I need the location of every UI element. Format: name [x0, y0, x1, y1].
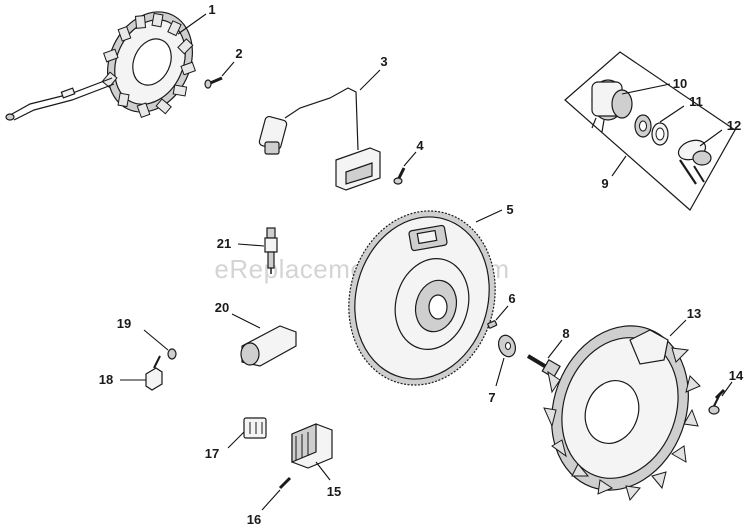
leader-line-10 [621, 83, 671, 95]
leader-line-5 [475, 209, 503, 223]
leader-line-19 [143, 329, 169, 351]
key-switch-body[interactable] [591, 79, 633, 133]
nut-part-19[interactable] [167, 348, 177, 360]
callout-7: 7 [488, 390, 495, 405]
ignition-module-part[interactable] [258, 87, 381, 191]
leader-line-20 [231, 313, 261, 329]
callout-6: 6 [508, 291, 515, 306]
leader-line-2 [221, 61, 235, 77]
fan-part[interactable] [529, 306, 710, 509]
leader-line-8 [547, 339, 563, 359]
callout-21: 21 [217, 236, 231, 251]
callout-8: 8 [562, 326, 569, 341]
callout-13: 13 [687, 306, 701, 321]
leader-line-21 [237, 243, 265, 247]
callout-4: 4 [416, 138, 424, 153]
leader-line-1 [177, 13, 207, 35]
callout-14: 14 [729, 368, 744, 383]
callout-10: 10 [673, 76, 687, 91]
leader-line-6 [495, 305, 509, 321]
callout-9: 9 [601, 176, 608, 191]
callout-18: 18 [99, 372, 113, 387]
leader-line-12 [699, 129, 723, 147]
leader-line-17 [227, 431, 245, 449]
callout-12: 12 [727, 118, 741, 133]
leader-line-9 [611, 155, 627, 177]
switch-nut[interactable] [634, 114, 669, 146]
leader-line-13 [669, 319, 687, 337]
leader-line-3 [359, 69, 381, 91]
key-switch-kit-part[interactable] [564, 51, 736, 211]
callout-3: 3 [380, 54, 387, 69]
leader-line-11 [659, 105, 685, 123]
callout-16: 16 [247, 512, 261, 527]
leader-line-16 [261, 489, 281, 511]
spark-plug-boot-part[interactable] [240, 325, 297, 367]
screw-part-4[interactable] [393, 167, 406, 185]
flywheel-part[interactable] [330, 194, 515, 401]
screw-part-16[interactable] [278, 476, 292, 490]
ignition-keys[interactable] [676, 137, 712, 185]
leader-line-14 [721, 381, 733, 397]
rectifier-regulator-part[interactable] [291, 423, 333, 469]
leader-line-7 [495, 357, 505, 387]
screw-part-2[interactable] [204, 76, 223, 89]
stator-part[interactable] [5, 0, 208, 126]
callout-2: 2 [235, 46, 242, 61]
callout-17: 17 [205, 446, 219, 461]
leader-line-15 [315, 461, 331, 481]
callout-19: 19 [117, 316, 131, 331]
clamp-part-18[interactable] [145, 355, 163, 391]
callout-11: 11 [689, 94, 703, 109]
callout-20: 20 [215, 300, 229, 315]
screw-part-14[interactable] [708, 388, 726, 415]
washer-part-7[interactable] [496, 333, 519, 359]
key-part-6[interactable] [487, 320, 498, 329]
leader-line-4 [403, 151, 417, 167]
bolt-part-8[interactable] [526, 354, 561, 379]
spark-plug-part[interactable] [264, 227, 278, 274]
connector-part-17[interactable] [243, 417, 267, 439]
callout-15: 15 [327, 484, 341, 499]
callout-1: 1 [208, 2, 215, 17]
callout-5: 5 [506, 202, 513, 217]
